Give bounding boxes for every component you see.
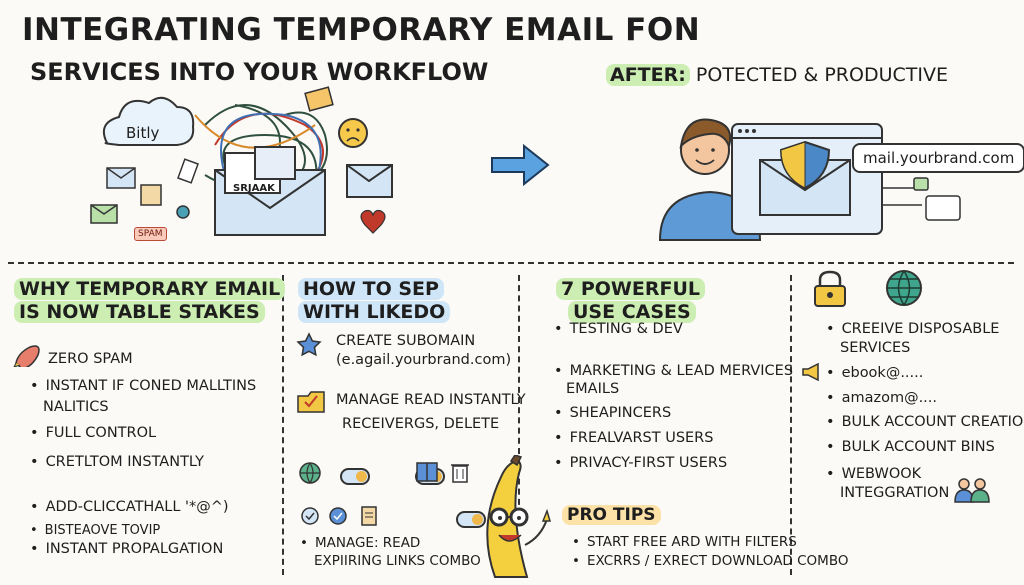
list-item: SERVICES xyxy=(840,340,911,356)
step2-line1: MANAGE READ INSTANTLY xyxy=(336,392,526,408)
after-label-bold: AFTER: xyxy=(606,64,690,86)
list-item: MARKETING & LEAD MERVICES xyxy=(554,362,794,381)
globe-icon xyxy=(299,462,321,485)
list-item: BULK ACCOUNT CREATION xyxy=(826,413,1024,432)
toggle-switch[interactable] xyxy=(456,511,487,528)
inbox-chaos-illustration xyxy=(90,86,393,236)
list-item: CRETLTOM INSTANTLY xyxy=(30,453,204,472)
list-item: TESTING & DEV xyxy=(554,320,683,339)
list-item: amazom@.... xyxy=(826,389,937,408)
document-icon xyxy=(361,506,377,526)
list-item: FREALVARST USERS xyxy=(554,429,714,448)
section-divider xyxy=(8,262,1014,264)
list-item: ebook@..... xyxy=(826,364,924,383)
page-title-line2: SERVICES INTO YOUR WORKFLOW xyxy=(30,58,489,86)
col1-heading-line2: IS NOW TABLE STAKES xyxy=(14,301,265,323)
spam-tag: SPAM xyxy=(134,227,167,241)
after-label: AFTER: POTECTED & PRODUCTIVE xyxy=(606,64,948,86)
pro-tips-heading-text: PRO TIPS xyxy=(562,505,661,525)
list-item: ZERO SPAM xyxy=(48,351,133,367)
col3-heading-line2: USE CASES xyxy=(568,301,696,323)
megaphone-icon xyxy=(802,362,819,382)
list-item: INSTANT IF CONED MALLTINS xyxy=(30,377,257,396)
list-item: PRIVACY-FIRST USERS xyxy=(554,454,728,473)
col1-heading: WHY TEMPORARY EMAIL IS NOW TABLE STAKES xyxy=(14,278,286,324)
col2-heading-line1: HOW TO SEP xyxy=(298,278,444,300)
column-divider-2 xyxy=(518,275,520,515)
list-item: WEBWOOK xyxy=(826,465,922,484)
list-item: CREEIVE DISPOSABLE xyxy=(826,320,1000,339)
layout-icon xyxy=(416,462,438,482)
list-item: ADD-CLICCATHALL '*@^) xyxy=(30,498,229,517)
list-item: INTEGGRATION xyxy=(840,485,950,501)
star-icon xyxy=(296,332,322,357)
pro-tip-item: START FREE ARD WITH FILTERS xyxy=(572,533,797,552)
check-circle-icon xyxy=(329,507,347,525)
banana-mascot-illustration xyxy=(486,455,552,578)
column-divider-3 xyxy=(790,275,792,575)
col1-heading-line1: WHY TEMPORARY EMAIL xyxy=(14,278,286,300)
step1-line2: (e.agail.yourbrand.com) xyxy=(336,352,512,368)
list-item: BISTEAOVE TOVIP xyxy=(30,521,161,540)
step2-line2: RECEIVERGS, DELETE xyxy=(342,416,500,432)
bottom-line2: EXPIIRING LINKS COMBO xyxy=(314,553,481,569)
folder-check-icon xyxy=(297,391,325,413)
envelope-label: SRJAAK xyxy=(233,183,275,194)
list-item: BULK ACCOUNT BINS xyxy=(826,438,995,457)
pro-tips-heading: PRO TIPS xyxy=(562,504,661,527)
lock-icon xyxy=(814,270,846,307)
protected-user-illustration xyxy=(658,118,961,241)
pro-tip-item: EXCRRS / EXRECT DOWNLOAD COMBO xyxy=(572,552,849,571)
globe-icon xyxy=(886,270,922,307)
page-title-line1: INTEGRATING TEMPORARY EMAIL FON xyxy=(22,12,701,48)
bottom-line1: MANAGE: READ xyxy=(300,534,420,553)
toggle-switch[interactable] xyxy=(340,468,370,485)
bitly-cloud-label: Bitly xyxy=(126,124,160,142)
rocket-icon xyxy=(13,345,40,367)
list-item: FULL CONTROL xyxy=(30,424,157,443)
col3-heading-line1: 7 POWERFUL xyxy=(556,278,705,300)
users-group-icon xyxy=(954,478,990,503)
col2-heading-line2: WITH LIKEDO xyxy=(298,301,451,323)
right-arrow-icon xyxy=(491,143,550,187)
list-item: SHEAPINCERS xyxy=(554,404,672,423)
step1-line1: CREATE SUBOMAIN xyxy=(336,333,476,349)
brand-domain-badge: mail.yourbrand.com xyxy=(852,143,1024,173)
col3-heading: 7 POWERFUL USE CASES xyxy=(556,278,705,324)
column-divider-1 xyxy=(282,275,284,575)
col2-heading: HOW TO SEP WITH LIKEDO xyxy=(298,278,451,324)
list-item: EMAILS xyxy=(566,381,620,397)
list-item: NALITICS xyxy=(43,399,109,415)
after-label-rest: POTECTED & PRODUCTIVE xyxy=(689,64,948,86)
list-item: INSTANT PROPALGATION xyxy=(30,540,224,559)
check-circle-icon xyxy=(301,507,319,525)
trash-icon xyxy=(451,464,469,483)
